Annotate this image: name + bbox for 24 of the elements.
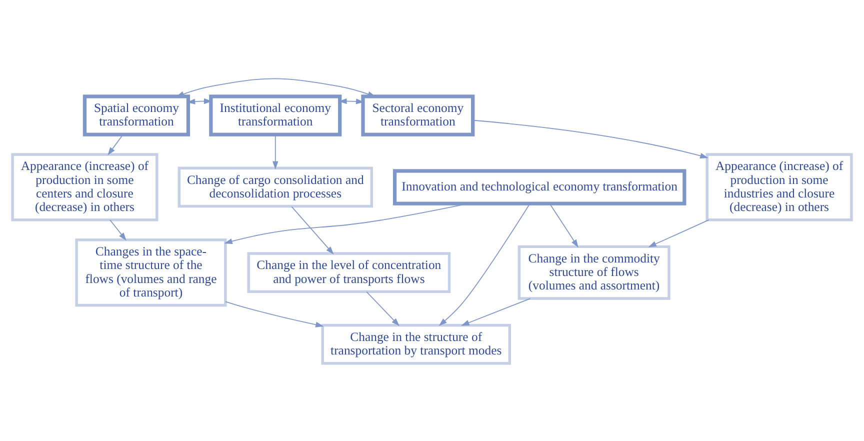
node-box: Innovation and technological economy transformation — [392, 168, 686, 205]
node-box: Change in the commodity structure of flows (volumes and assortment) — [518, 244, 670, 300]
arrow — [461, 298, 531, 326]
arrow — [108, 134, 124, 155]
arrow — [366, 290, 400, 326]
node-box: Spatial economy transformation — [82, 94, 190, 136]
arrow — [272, 134, 278, 169]
node-box: Change in the level of concentration and power of transports flows — [247, 252, 451, 292]
node-box: Change of cargo consolidation and deconsolidation processes — [178, 166, 373, 208]
node-box: Appearance (increase) of production in some industries and closure (decrease) in others — [706, 152, 853, 221]
node-box: Change in the structure of transportation by transport modes — [321, 323, 511, 364]
node-box: Institutional economy transformation — [209, 94, 342, 136]
arrow — [648, 219, 710, 247]
arrow — [472, 119, 708, 158]
arrow — [176, 78, 376, 96]
node-box: Changes in the space-time structure of the flows (volumes and range of transport) — [75, 238, 227, 306]
arrow — [110, 219, 126, 240]
arrow — [438, 202, 530, 326]
arrow — [338, 98, 364, 104]
arrow — [291, 206, 334, 254]
arrow — [225, 300, 324, 327]
node-box: Appearance (increase) of production in some centers and closure (decrease) in others — [11, 152, 158, 221]
node-box: Sectoral economy transformation — [361, 94, 475, 136]
arrow — [549, 202, 578, 248]
